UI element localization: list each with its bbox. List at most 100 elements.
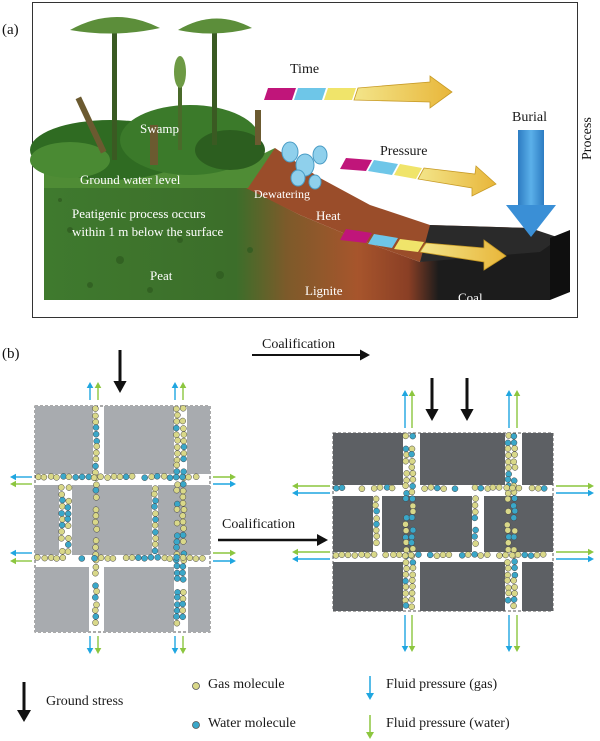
water-molecule	[504, 476, 512, 483]
gas-molecule	[151, 490, 158, 498]
fluid-pressure-gas-arrow	[401, 390, 409, 428]
gas-molecule	[472, 540, 479, 547]
gas-molecule-legend-icon	[192, 682, 200, 690]
gas-molecule	[504, 527, 512, 534]
gas-molecule	[179, 405, 187, 412]
water-molecule	[78, 473, 86, 481]
gas-molecule	[92, 544, 99, 551]
water-molecule	[510, 533, 518, 541]
water-molecule	[92, 430, 100, 438]
gas-molecule	[510, 577, 517, 584]
ground-stress-arrow-right-1	[425, 378, 439, 421]
water-molecule	[521, 551, 529, 559]
fluid-pressure-water-arrow	[94, 636, 102, 654]
gas-molecule	[471, 502, 479, 509]
gas-molecule	[34, 554, 41, 561]
fluid-pressure-water-arrow	[408, 390, 416, 428]
coal-matrix-block-after	[522, 433, 553, 485]
strata-front-face	[44, 188, 550, 300]
coal-matrix-block-after	[420, 562, 505, 611]
gas-molecule	[92, 569, 99, 577]
water-molecule	[166, 474, 174, 481]
fluid-gas-legend-arrow	[366, 676, 374, 700]
gas-molecule	[445, 551, 453, 558]
gas-molecule	[364, 551, 371, 559]
coal-matrix-block-after	[382, 496, 472, 552]
gas-molecule	[93, 588, 100, 595]
coalification-top-arrow	[252, 349, 370, 361]
coal-matrix-block-before	[35, 567, 89, 632]
fluid-pressure-water-arrow	[10, 557, 32, 565]
gas-molecule	[173, 619, 181, 627]
gas-molecule	[65, 497, 73, 505]
fluid-gas-legend-label: Fluid pressure (gas)	[386, 677, 498, 692]
gas-molecule	[388, 484, 396, 492]
water-molecule	[151, 547, 159, 555]
coal-matrix-block-after	[484, 496, 553, 552]
gas-molecule	[395, 551, 403, 558]
gas-molecule	[402, 457, 409, 465]
coal-matrix-block-before	[35, 406, 93, 474]
gas-molecule	[484, 551, 491, 558]
gas-molecule	[402, 583, 410, 591]
gas-molecule	[179, 493, 187, 501]
gas-molecule	[402, 432, 409, 440]
gas-molecule	[402, 521, 409, 528]
gas-molecule	[502, 551, 509, 559]
water-molecule	[409, 495, 416, 503]
fluid-water-legend-arrow	[366, 715, 374, 739]
coal-matrix-block-after	[333, 433, 403, 485]
gas-molecule	[173, 461, 180, 469]
gas-molecule	[92, 512, 100, 519]
fluid-pressure-gas-arrow	[10, 549, 32, 557]
water-molecule	[78, 555, 86, 562]
gas-molecule	[97, 554, 105, 561]
fluid-pressure-water-arrow	[292, 482, 330, 490]
gas-molecule	[351, 552, 359, 559]
fluid-pressure-gas-arrow	[213, 480, 236, 488]
gas-molecule	[358, 485, 366, 492]
coalification-top-label: Coalification	[262, 337, 336, 352]
fluid-pressure-water-arrow	[213, 549, 236, 557]
ground-stress-arrow-right-2	[460, 378, 474, 421]
water-molecule	[92, 594, 99, 601]
fluid-pressure-gas-arrow	[556, 555, 594, 563]
water-molecule	[471, 514, 478, 522]
coal-right-face	[550, 230, 570, 300]
water-molecule	[154, 554, 161, 561]
gas-molecule	[427, 484, 435, 491]
gas-molecule	[65, 535, 72, 542]
fluid-pressure-gas-arrow	[556, 489, 594, 497]
gas-molecule	[408, 488, 416, 496]
gas-molecule	[408, 603, 415, 611]
fluid-pressure-water-arrow	[179, 382, 187, 400]
water-molecule	[179, 569, 186, 577]
gas-molecule	[408, 596, 416, 603]
fluid-pressure-water-arrow	[213, 473, 236, 481]
gas-molecule	[92, 518, 99, 526]
gas-molecule	[180, 506, 188, 513]
fluid-pressure-water-arrow	[513, 390, 521, 428]
gas-molecule	[373, 539, 380, 547]
water-molecule	[179, 576, 187, 583]
coal-matrix-block-before	[35, 485, 59, 555]
gas-molecule	[514, 551, 522, 558]
water-molecule	[172, 473, 180, 481]
water-molecule	[180, 443, 188, 451]
gas-molecule	[41, 554, 48, 562]
peatigenic-label-line2: within 1 m below the surface	[72, 224, 224, 239]
gas-molecule	[65, 484, 73, 491]
water-molecule	[408, 450, 415, 458]
coal-matrix-block-before	[187, 406, 210, 474]
time-arrow	[264, 75, 453, 109]
coal-matrix-block-after	[522, 562, 553, 611]
water-molecule	[135, 554, 142, 561]
gas-molecule	[382, 551, 389, 559]
gas-molecule	[509, 484, 516, 492]
gas-molecule	[408, 589, 416, 597]
coal-matrix-block-before	[72, 485, 152, 555]
gas-molecule	[58, 535, 65, 542]
gas-molecule	[179, 607, 186, 614]
water-molecule	[179, 600, 186, 608]
gas-molecule	[528, 484, 536, 492]
